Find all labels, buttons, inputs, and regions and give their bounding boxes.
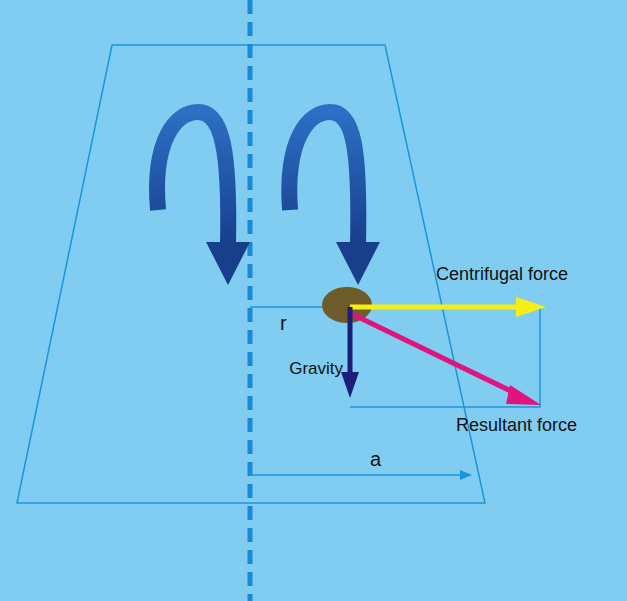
dimension-label: a	[370, 448, 381, 470]
resultant-force-arrow	[352, 314, 541, 405]
centrifugal-force-arrow	[350, 297, 546, 317]
dimension-label: r	[280, 312, 287, 334]
guide-line	[350, 307, 540, 407]
force-label: Centrifugal force	[436, 265, 568, 285]
force-label: Resultant force	[456, 416, 577, 436]
force-label: Gravity	[289, 360, 343, 379]
gravity-arrow	[341, 307, 359, 398]
rotation-arrow	[157, 112, 250, 285]
rotation-axis	[248, 0, 253, 601]
rotation-arrow	[289, 112, 380, 285]
dimension-arrow	[250, 470, 472, 480]
